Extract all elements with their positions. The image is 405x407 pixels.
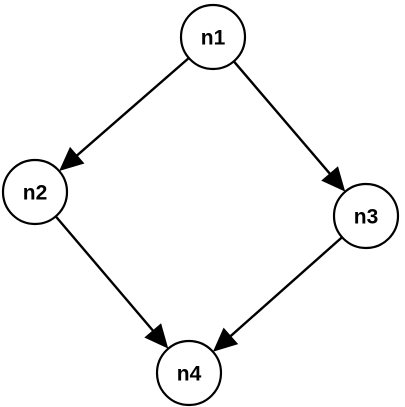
node-n1-circle [179,3,247,71]
edge-n2-n4 [54,215,155,333]
node-n2-circle [1,158,69,226]
node-n2-label: n2 [23,182,48,205]
arrowhead-n3-n4 [212,327,239,352]
node-n1-label: n1 [201,27,226,50]
arrowhead-n1-n3 [321,166,346,192]
node-n3-label: n3 [354,206,379,229]
edge-n1-n3 [232,60,332,176]
node-n4: n4 [155,339,223,407]
arrowhead-n2-n4 [144,323,169,349]
node-n3-circle [332,182,400,250]
edges-layer [54,57,346,352]
edge-n1-n2 [74,57,190,158]
node-n4-circle [155,339,223,407]
node-n1: n1 [179,3,247,71]
arrowhead-n1-n2 [59,146,85,171]
node-n2: n2 [1,158,69,226]
edge-n3-n4 [228,236,343,339]
node-n3: n3 [332,182,400,250]
node-n4-label: n4 [177,363,202,386]
